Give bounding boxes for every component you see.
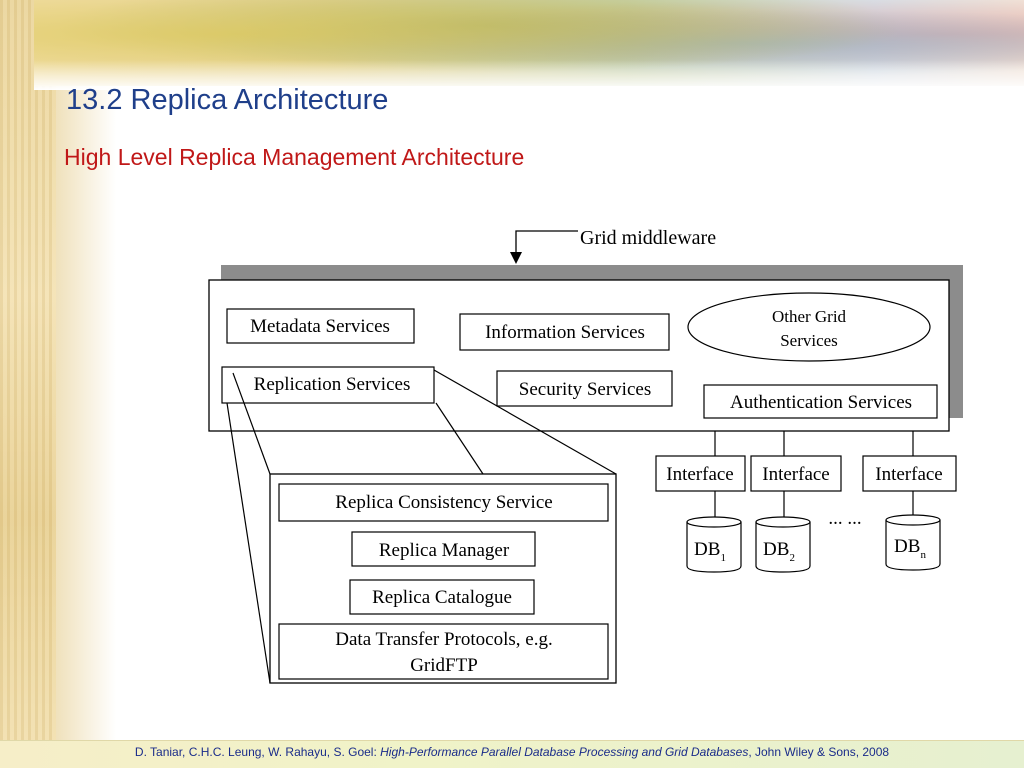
footer-citation: D. Taniar, C.H.C. Leung, W. Rahayu, S. G… [0, 745, 1024, 759]
database-subscript-n: n [920, 549, 926, 561]
svg-text:DB1: DB1 [694, 539, 726, 564]
replica-catalogue-label: Replica Catalogue [372, 587, 512, 608]
other-grid-services-label-line1: Other Grid [772, 307, 847, 326]
slide-subtitle: High Level Replica Management Architectu… [64, 144, 525, 170]
interface-box-3: Interface [862, 455, 957, 492]
interface-label-3: Interface [875, 464, 943, 485]
interface-box-1: Interface [655, 455, 746, 492]
database-cylinder-n: DBn [885, 514, 941, 571]
replica-consistency-service-label: Replica Consistency Service [335, 492, 552, 513]
zoom-connector-lines [226, 369, 617, 684]
metadata-services-label: Metadata Services [250, 316, 390, 337]
decorative-top-fade [34, 60, 1024, 90]
replication-services-label: Replication Services [254, 374, 411, 395]
replica-manager-label: Replica Manager [379, 540, 510, 561]
database-label-1: DB [694, 539, 720, 560]
interface-label-1: Interface [666, 464, 734, 485]
grid-middleware-pointer [510, 230, 578, 264]
other-grid-services-ellipse: Other Grid Services [687, 292, 931, 362]
database-cylinder-2: DB2 [755, 516, 811, 573]
information-services-box: Information Services [459, 313, 670, 351]
replication-services-box: Replication Services [221, 366, 435, 404]
database-label-2: DB [763, 539, 789, 560]
decorative-left-strip [0, 0, 56, 740]
authentication-services-box: Authentication Services [703, 384, 938, 419]
footer-authors: D. Taniar, C.H.C. Leung, W. Rahayu, S. G… [134, 745, 381, 759]
database-label-n: DB [894, 536, 920, 557]
information-services-label: Information Services [485, 322, 645, 343]
metadata-services-box: Metadata Services [226, 308, 415, 344]
footer-book-title: High-Performance Parallel Database Proce… [380, 745, 749, 759]
interface-label-2: Interface [762, 464, 830, 485]
data-transfer-protocols-label-line2: GridFTP [410, 655, 478, 676]
interface-connector-lines [714, 431, 914, 518]
decorative-left-fade [56, 0, 116, 740]
replica-manager-box: Replica Manager [351, 531, 536, 567]
grid-middleware-label: Grid middleware [580, 227, 716, 249]
data-transfer-protocols-label-line1: Data Transfer Protocols, e.g. [335, 629, 552, 650]
replica-consistency-service-box: Replica Consistency Service [278, 483, 609, 522]
authentication-services-label: Authentication Services [730, 392, 912, 413]
footer-bar [0, 740, 1024, 768]
footer-publisher: , John Wiley & Sons, 2008 [748, 745, 890, 759]
database-cylinder-1: DB1 [686, 516, 742, 573]
replica-catalogue-box: Replica Catalogue [349, 579, 535, 615]
svg-text:DBn: DBn [894, 536, 926, 561]
slide-title: 13.2 Replica Architecture [66, 84, 389, 116]
data-transfer-protocols-box: Data Transfer Protocols, e.g. GridFTP [278, 623, 609, 680]
svg-text:DB2: DB2 [763, 539, 795, 564]
other-grid-services-label-line2: Services [780, 331, 838, 350]
security-services-box: Security Services [496, 370, 673, 407]
database-ellipsis: ... ... [828, 508, 861, 529]
security-services-label: Security Services [519, 379, 651, 400]
database-subscript-1: 1 [720, 552, 726, 564]
interface-box-2: Interface [750, 455, 842, 492]
database-subscript-2: 2 [789, 552, 795, 564]
